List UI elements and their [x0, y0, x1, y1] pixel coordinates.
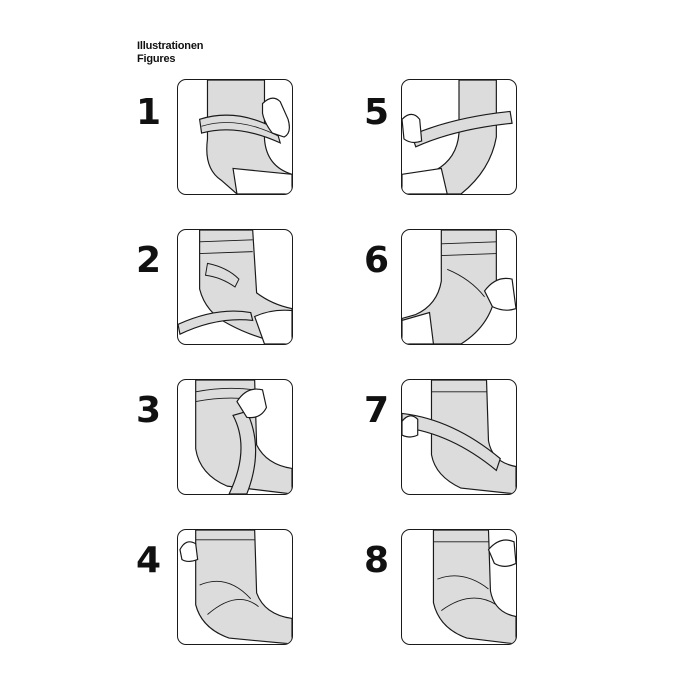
ankle-wrap-step-1-illustration	[198, 80, 292, 194]
figures-heading: Illustrationen Figures	[137, 40, 203, 66]
heading-german: Illustrationen	[137, 40, 204, 52]
step-number-6: 6	[364, 240, 390, 281]
figure-panel-6	[401, 229, 517, 345]
step-number-4: 4	[136, 540, 162, 581]
step-number-2: 2	[136, 240, 162, 281]
ankle-wrap-step-8-illustration	[432, 530, 516, 644]
ankle-wrap-step-3-illustration	[195, 380, 292, 494]
ankle-wrap-step-6-illustration	[402, 230, 516, 344]
figure-panel-4	[177, 529, 293, 645]
figure-panel-1	[177, 79, 293, 195]
figure-panel-2	[177, 229, 293, 345]
figure-panel-5	[401, 79, 517, 195]
ankle-wrap-step-4-illustration	[179, 530, 292, 644]
ankle-wrap-step-5-illustration	[402, 80, 513, 194]
figure-panel-3	[177, 379, 293, 495]
heading-english: Figures	[137, 53, 176, 65]
ankle-wrap-step-7-illustration	[402, 380, 516, 494]
step-number-5: 5	[364, 92, 390, 133]
step-number-3: 3	[136, 390, 162, 431]
ankle-wrap-step-2-illustration	[178, 230, 292, 344]
figure-panel-8	[401, 529, 517, 645]
step-number-7: 7	[364, 390, 390, 431]
step-number-8: 8	[364, 540, 390, 581]
step-number-1: 1	[136, 92, 162, 133]
figure-panel-7	[401, 379, 517, 495]
